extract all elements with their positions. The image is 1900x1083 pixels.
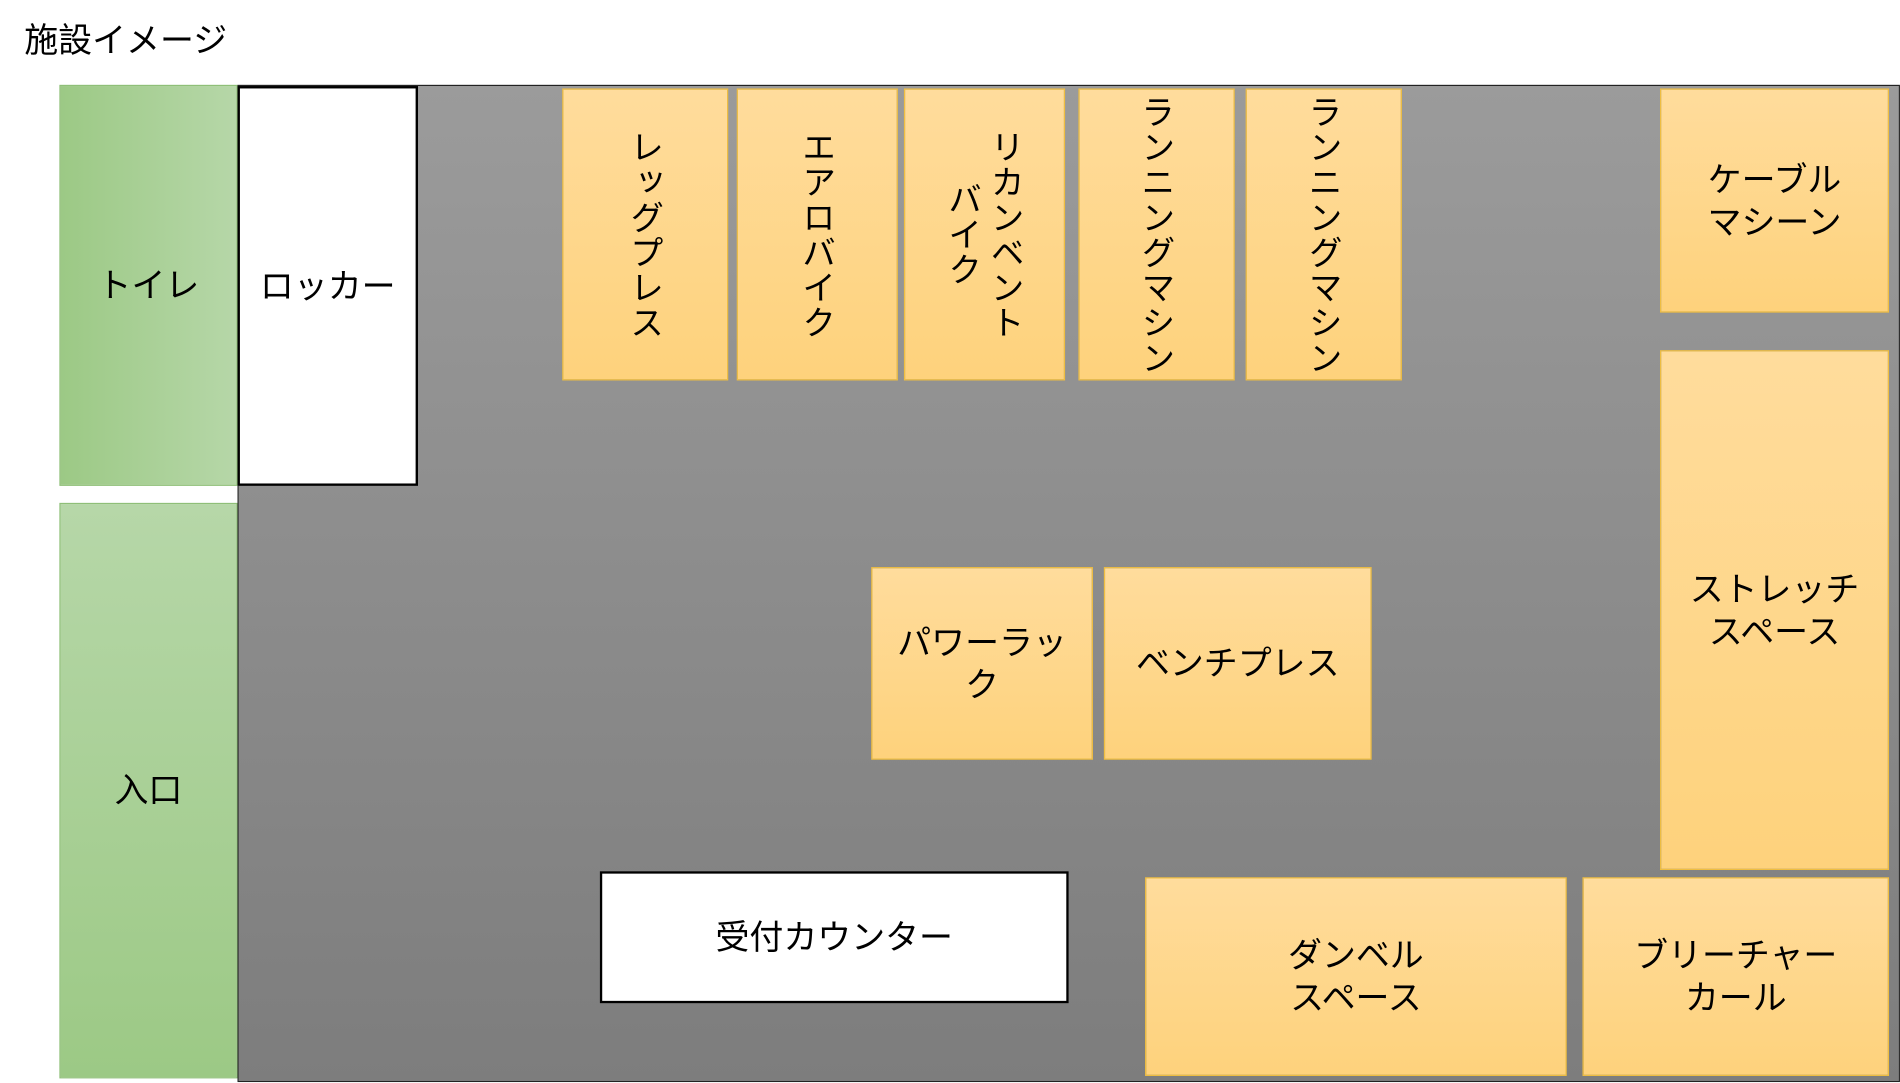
area-stretch-space: ストレッチ スペース [1660, 350, 1890, 871]
equipment-running-machine-2: ランニングマシン [1245, 88, 1402, 381]
equipment-cable-machine: ケーブル マシーン [1660, 88, 1890, 313]
equipment-recumbent-bike: リカンベント バイク [903, 88, 1066, 381]
equipment-leg-press: レッグプレス [562, 88, 729, 381]
equipment-aero-bike: エアロバイク [736, 88, 898, 381]
area-locker: ロッカー [237, 86, 419, 486]
equipment-preacher-curl: ブリーチャー カール [1582, 877, 1890, 1076]
equipment-bench-press: ベンチプレス [1103, 567, 1372, 760]
area-entrance: 入口 [59, 502, 238, 1079]
area-toilet: トイレ [59, 84, 238, 486]
equipment-power-rack: パワーラッ ク [871, 567, 1093, 760]
reception-counter: 受付カウンター [599, 871, 1069, 1004]
area-dumbbell-space: ダンベル スペース [1145, 877, 1567, 1076]
equipment-running-machine-1: ランニングマシン [1078, 88, 1235, 381]
page-title: 施設イメージ [24, 20, 228, 61]
